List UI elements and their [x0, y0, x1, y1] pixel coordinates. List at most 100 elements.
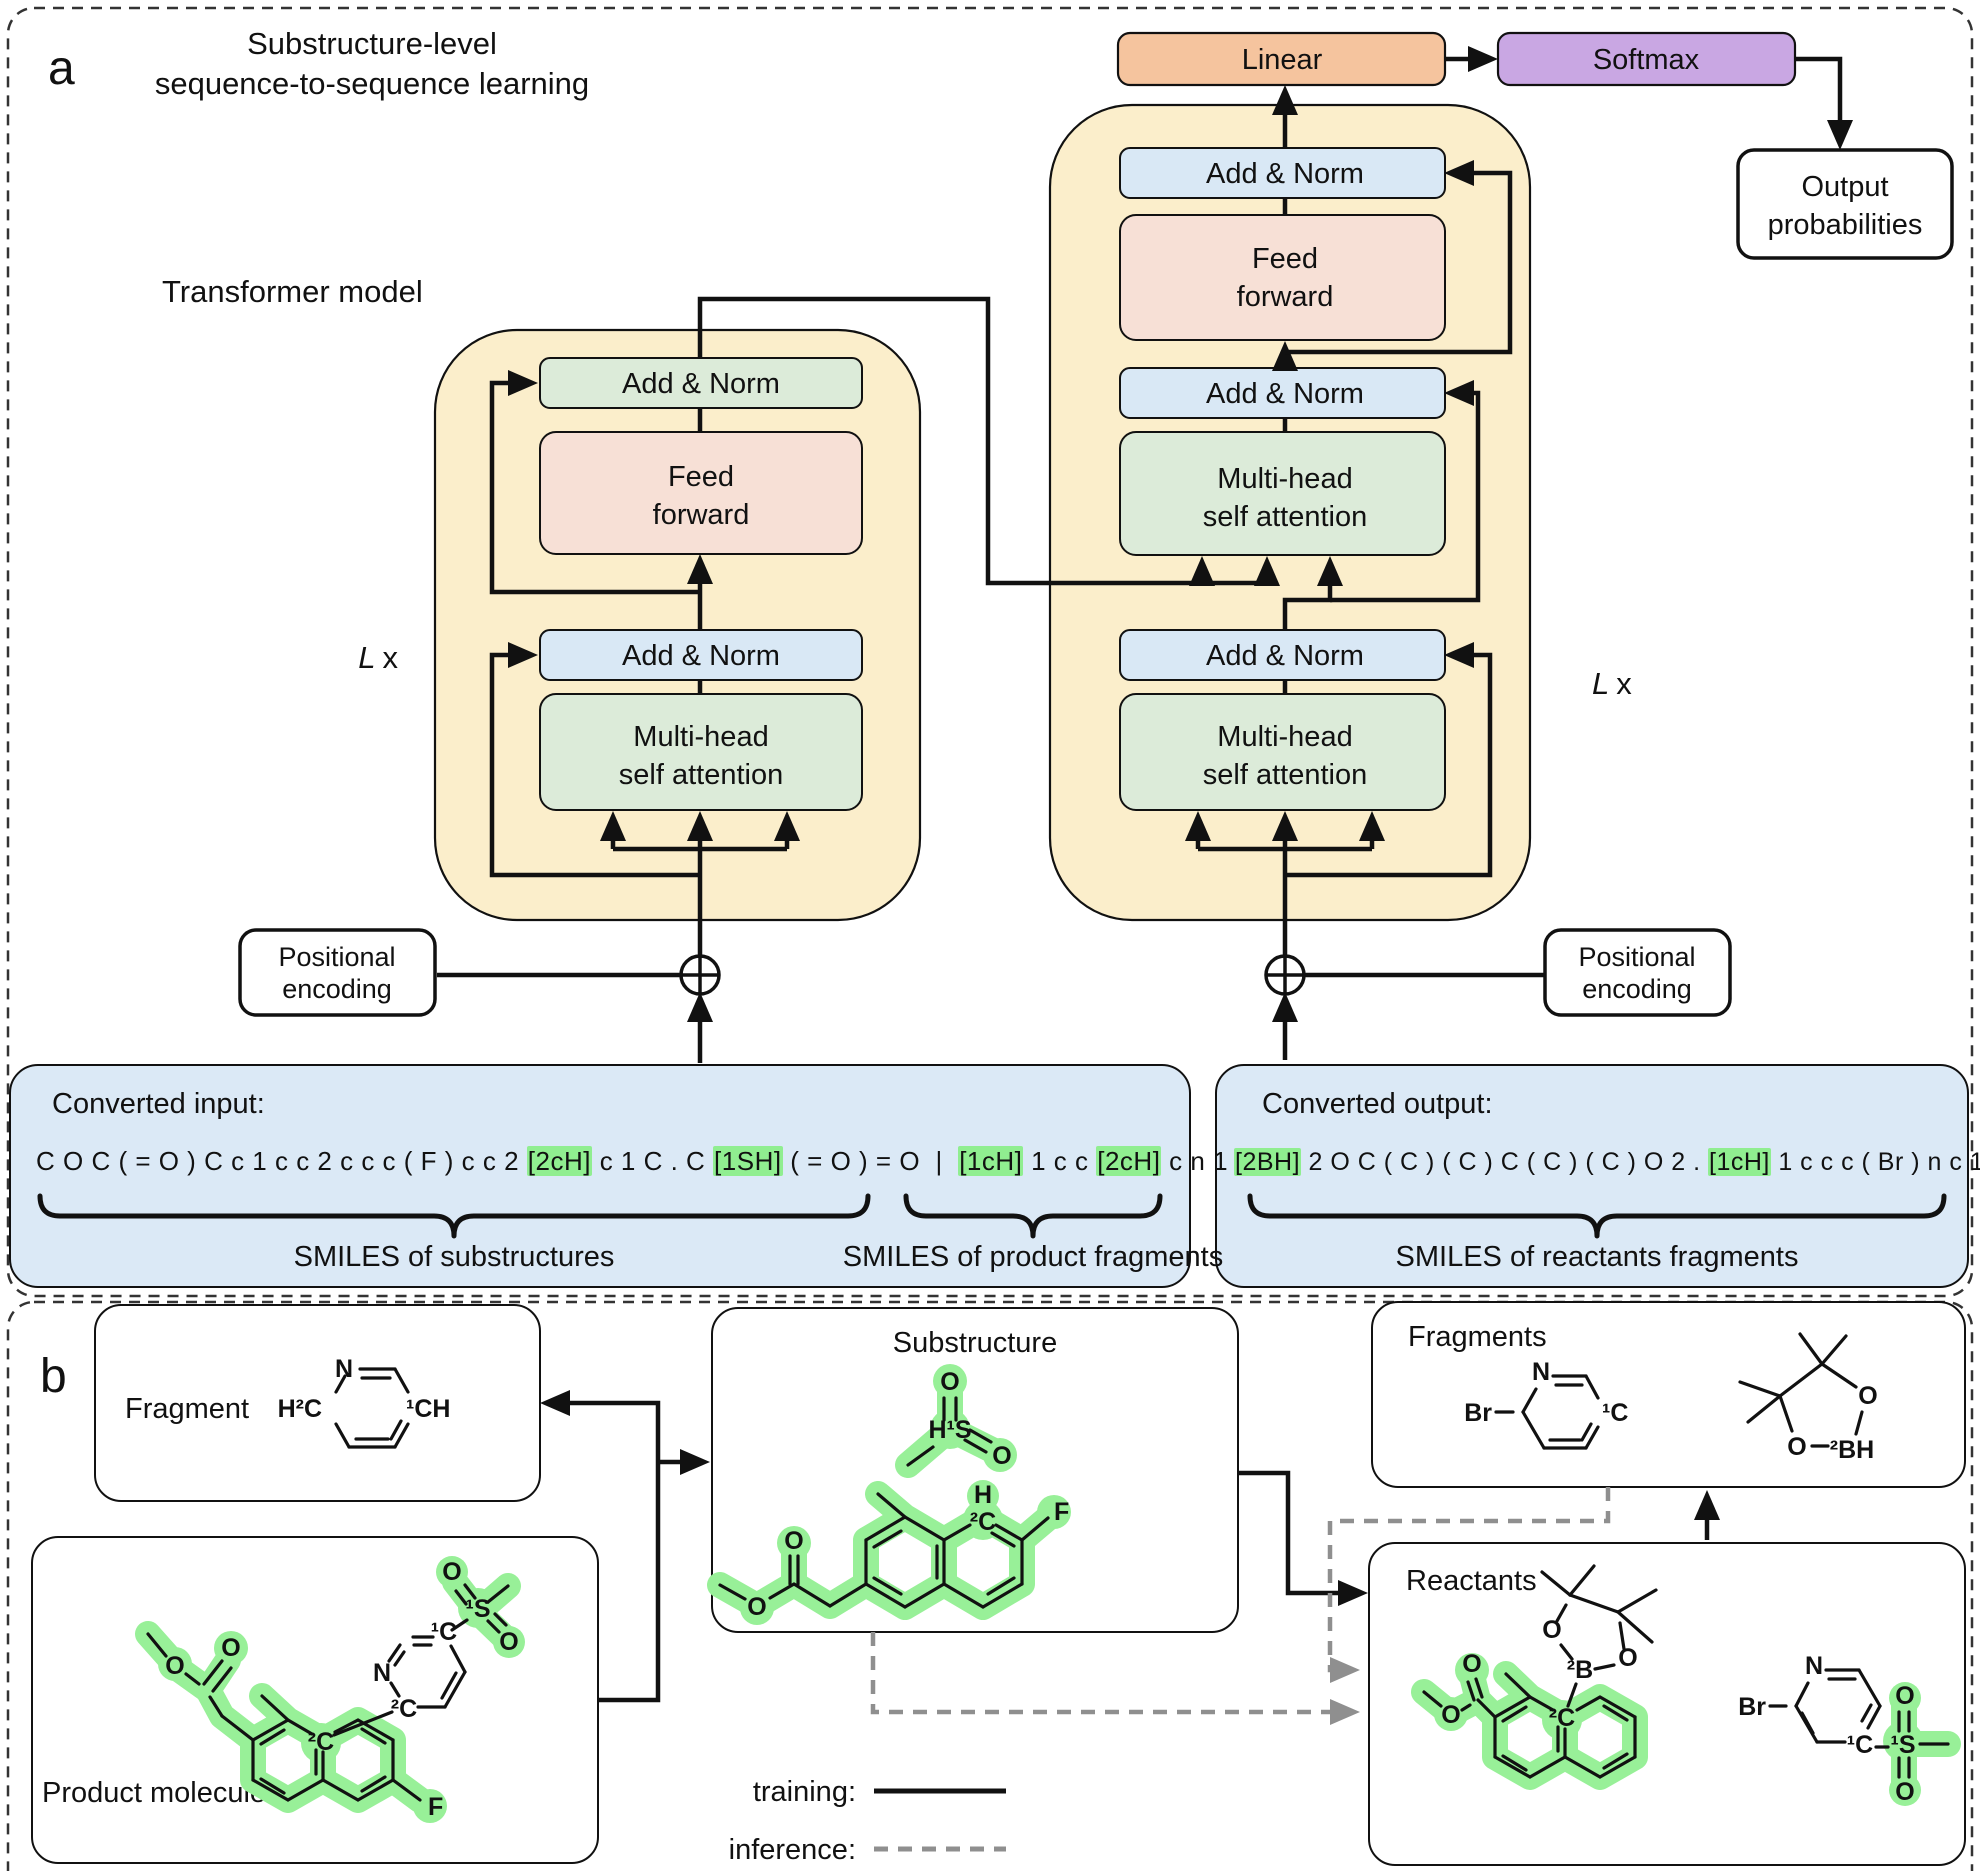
- atom-n: N: [1805, 1652, 1823, 1680]
- brace-product-fragments-label: SMILES of product fragments: [843, 1241, 1223, 1273]
- converted-input-smiles: C O C ( = O ) C c 1 c c 2 c c c ( F ) c …: [36, 1146, 1229, 1176]
- atom-h2c: H²C: [278, 1395, 322, 1423]
- decoder-cross-attention-box: [1119, 431, 1446, 556]
- decoder-cross-mha-label2: self attention: [1203, 501, 1367, 533]
- atom-c2: ²C: [970, 1508, 996, 1536]
- decoder-addnorm-3-label: Add & Norm: [1206, 158, 1364, 190]
- decoder-feedforward-label2: forward: [1237, 281, 1334, 313]
- fragment-title: Fragment: [125, 1393, 249, 1425]
- encoder-block: Add & Norm Feed forward Add & Norm Multi…: [433, 328, 922, 922]
- inference-arrows: [870, 1487, 1611, 1725]
- atom-o: O: [442, 1558, 461, 1586]
- legend-inference-label: inference:: [729, 1834, 856, 1866]
- atom-b2: ²B: [1567, 1656, 1593, 1684]
- atom-c1h: ¹CH: [406, 1395, 450, 1423]
- atom-o: O: [221, 1634, 240, 1662]
- converted-output-title: Converted output:: [1262, 1088, 1493, 1120]
- atom-s1: ¹S: [1891, 1731, 1916, 1759]
- legend-training-label: training:: [753, 1776, 856, 1808]
- decoder-mha-label2: self attention: [1203, 759, 1367, 791]
- atom-br: Br: [1464, 1399, 1492, 1427]
- pos-enc-left-label2: encoding: [282, 974, 392, 1004]
- atom-f: F: [428, 1793, 443, 1821]
- decoder-self-attention-box: [1119, 693, 1446, 811]
- atom-o: O: [165, 1652, 184, 1680]
- converted-input-box: [9, 1064, 1191, 1288]
- atom-c2: ²C: [1549, 1704, 1575, 1732]
- atom-s1: ¹S: [466, 1595, 491, 1623]
- atom-h1s: H¹S: [928, 1416, 971, 1444]
- atom-c1: ¹C: [1602, 1399, 1628, 1427]
- decoder-wires: [1185, 46, 1853, 1060]
- fragments-bromopyridine-molecule: N ¹C Br: [1464, 1358, 1628, 1450]
- fragments-title: Fragments: [1408, 1321, 1547, 1353]
- atom-h: H: [974, 1481, 992, 1509]
- atom-o: O: [1542, 1616, 1561, 1644]
- legend: training: inference:: [729, 1776, 1006, 1866]
- output-prob-label2: probabilities: [1768, 209, 1923, 241]
- decoder-feedforward-box: [1119, 214, 1446, 341]
- output-prob-label1: Output: [1801, 171, 1888, 203]
- atom-o: O: [1787, 1433, 1806, 1461]
- atom-o: O: [1895, 1682, 1914, 1710]
- decoder-addnorm-2-label: Add & Norm: [1206, 378, 1364, 410]
- encoder-mha-label2: self attention: [619, 759, 783, 791]
- brace-substructures: [37, 1193, 871, 1239]
- encoder-wires: [437, 296, 1280, 1063]
- pos-enc-right-label1: Positional: [1578, 942, 1695, 972]
- decoder-mha-label1: Multi-head: [1217, 721, 1352, 753]
- decoder-block: Add & Norm Feed forward Add & Norm Multi…: [1048, 103, 1532, 922]
- positional-encoding-right-box: [1543, 928, 1732, 1017]
- pos-enc-right-label2: encoding: [1582, 974, 1692, 1004]
- reactants-bromopyridine-sulfone-molecule: N Br ¹C ¹S O O: [1738, 1652, 1961, 1806]
- atom-o: O: [784, 1527, 803, 1555]
- atom-f: F: [1054, 1498, 1069, 1526]
- fragments-boronate-molecule: O O ²BH: [1738, 1332, 1878, 1464]
- atom-c2: ²C: [308, 1728, 334, 1756]
- atom-o: O: [1858, 1382, 1877, 1410]
- training-arrows: [540, 1390, 1720, 1703]
- positional-encoding-left-box: [238, 928, 437, 1017]
- encoder-mha-label1: Multi-head: [633, 721, 768, 753]
- substructure-sulfinyl-molecule: H¹S O O: [895, 1364, 1017, 1478]
- brace-substructures-label: SMILES of substructures: [294, 1241, 615, 1273]
- reactants-title: Reactants: [1406, 1565, 1537, 1597]
- transformer-model-label: Transformer model: [162, 274, 423, 309]
- reactants-boronate-naphthalene-molecule: O O ²C ²B O O: [1411, 1564, 1658, 1790]
- panel-a-border: [6, 6, 1974, 1298]
- softmax-label: Softmax: [1593, 44, 1700, 76]
- panel-a-title-line1: Substructure-level: [247, 26, 497, 61]
- panel-a-label: a: [48, 42, 75, 95]
- decoder-cross-mha-label1: Multi-head: [1217, 463, 1352, 495]
- converted-input-title: Converted input:: [52, 1088, 265, 1120]
- atom-o: O: [747, 1593, 766, 1621]
- product-molecule: O O F ²C ²C N ¹C ¹S O O: [135, 1556, 525, 1823]
- converted-output-box: [1215, 1064, 1969, 1288]
- atom-o: O: [940, 1368, 959, 1396]
- encoder-feedforward-label1: Feed: [668, 461, 734, 493]
- substructure-naphthalene-molecule: O O F H ²C: [707, 1480, 1071, 1625]
- atom-n: N: [373, 1659, 391, 1687]
- atom-br: Br: [1738, 1693, 1766, 1721]
- atom-o: O: [1895, 1778, 1914, 1806]
- product-molecule-title: Product molecule: [42, 1777, 266, 1809]
- atom-n: N: [1532, 1358, 1550, 1386]
- brace-reactant-fragments-label: SMILES of reactants fragments: [1396, 1241, 1799, 1273]
- decoder-addnorm-1-label: Add & Norm: [1206, 640, 1364, 672]
- fragment-pyridine-molecule: N H²C ¹CH: [278, 1355, 450, 1449]
- output-probabilities-box: [1736, 148, 1954, 260]
- encoder-feedforward-label2: forward: [653, 499, 750, 531]
- brace-product-fragments: [903, 1193, 1163, 1239]
- encoder-addnorm-1-label: Add & Norm: [622, 640, 780, 672]
- atom-n: N: [335, 1355, 353, 1383]
- add-symbol-left: [679, 954, 721, 996]
- atom-o: O: [992, 1442, 1011, 1470]
- panel-b-border: [6, 1300, 1974, 1871]
- pos-enc-left-label1: Positional: [278, 942, 395, 972]
- atom-o: O: [1462, 1650, 1481, 1678]
- panel-b-label: b: [40, 1350, 67, 1403]
- encoder-addnorm-2-label: Add & Norm: [622, 368, 780, 400]
